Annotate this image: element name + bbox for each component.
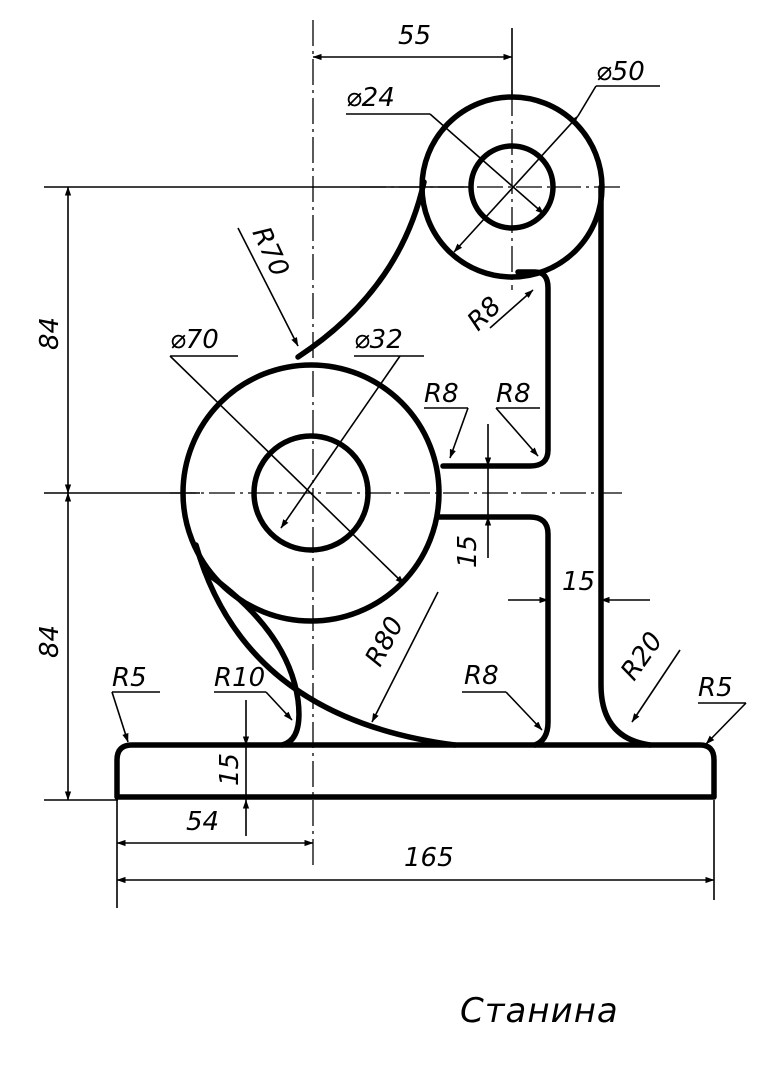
dim-label-d50: ⌀50 <box>596 57 645 87</box>
dim-label-15-wall: 15 <box>562 567 595 597</box>
dim-line-r8-mid-right <box>495 407 539 457</box>
extension-lines <box>44 28 715 908</box>
dim-line-r8-upper <box>489 289 534 329</box>
lower-bore-circle <box>251 433 371 553</box>
dim-label-r70: R70 <box>246 222 295 281</box>
dim-line-r5-right <box>705 702 747 745</box>
r80-connecting-arc <box>193 542 458 748</box>
drawing-title: Станина <box>460 991 619 1031</box>
dim-label-84-top: 84 <box>35 317 65 350</box>
dim-label-r5-left: R5 <box>112 663 147 693</box>
dim-line-r70 <box>237 227 299 347</box>
dim-label-r10: R10 <box>214 663 265 693</box>
dim-line-d32 <box>280 355 401 529</box>
dim-label-d70: ⌀70 <box>170 325 219 355</box>
dim-label-15-web: 15 <box>453 535 483 568</box>
r70-connecting-arc <box>295 179 427 360</box>
dim-label-54: 54 <box>186 807 219 837</box>
dimension-lines <box>64 53 747 884</box>
dim-line-r8-lower <box>505 691 543 731</box>
dim-label-55: 55 <box>398 21 431 51</box>
dim-label-d32: ⌀32 <box>354 325 403 355</box>
right-wall <box>598 184 653 748</box>
dim-leader-d50 <box>577 85 597 117</box>
dim-label-r8-upper: R8 <box>462 291 508 337</box>
lower-web <box>435 514 551 748</box>
dim-label-r8-mid-left: R8 <box>424 379 459 409</box>
dim-line-r8-mid-left <box>449 407 469 459</box>
left-rib <box>202 569 302 748</box>
dim-label-r8-mid-right: R8 <box>496 379 531 409</box>
dim-label-165: 165 <box>404 843 454 873</box>
dim-line-r20 <box>631 649 681 723</box>
dim-label-r5-right: R5 <box>698 673 733 703</box>
dim-label-15-base: 15 <box>215 753 245 786</box>
dim-label-d24: ⌀24 <box>346 83 395 113</box>
dim-line-r5-left <box>111 691 129 743</box>
base-plate <box>114 742 717 800</box>
upper-web <box>440 269 551 469</box>
dim-line-r80 <box>371 591 439 723</box>
dim-line-d24 <box>429 113 545 215</box>
part-outline <box>114 94 717 800</box>
dim-line-d70 <box>169 355 405 585</box>
dim-label-r8-lower: R8 <box>464 661 499 691</box>
dim-line-r10 <box>265 691 293 721</box>
dim-line-d50 <box>453 115 579 253</box>
dim-label-84-bottom: 84 <box>35 625 65 658</box>
